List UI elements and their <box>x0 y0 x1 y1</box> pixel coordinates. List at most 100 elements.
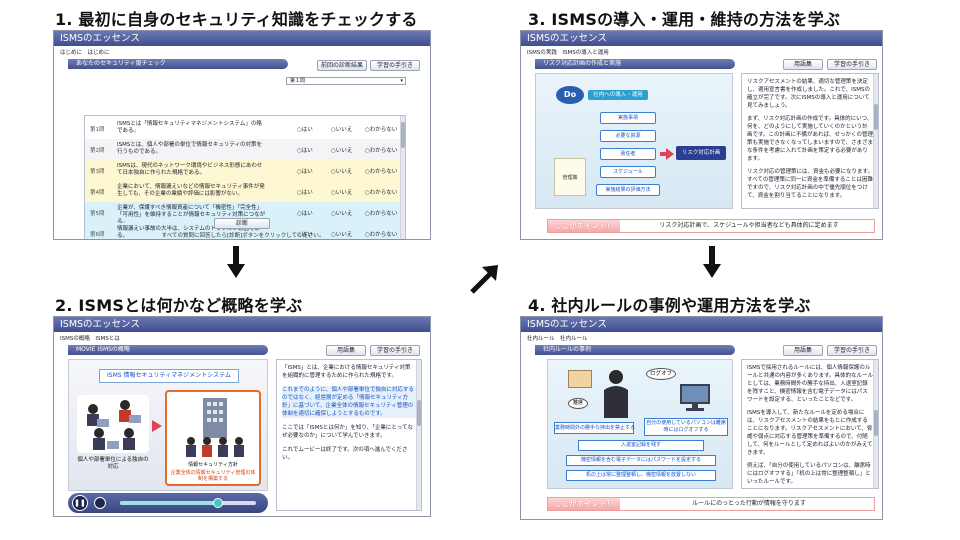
scrollbar[interactable] <box>400 116 405 239</box>
section-header: リスク対応計画の作成と実施 <box>535 59 735 69</box>
movie-area: ISMS 情報セキュリティマネジメントシステム 個人や部署単位による独自の対応 <box>68 359 268 491</box>
staff-group-illustration <box>186 437 244 457</box>
instruction-footer: すべての質問に回答したら[診断]ボタンをクリックしてください。 <box>161 233 325 239</box>
app-title-bar: ISMSのエッセンス <box>54 31 430 46</box>
step-4-title: 4. 社内ルールの事例や運用方法を学ぶ <box>528 296 811 315</box>
option-no[interactable]: ○いいえ <box>331 232 353 238</box>
movie-heading: ISMS 情報セキュリティマネジメントシステム <box>99 369 239 383</box>
scrollbar[interactable] <box>873 360 878 488</box>
key-point-label: ここがポイント！ <box>548 498 620 510</box>
option-yes[interactable]: ○はい <box>297 190 313 196</box>
diagram-box: スケジュール <box>600 166 656 178</box>
option-no[interactable]: ○いいえ <box>331 148 353 154</box>
option-no[interactable]: ○いいえ <box>331 190 353 196</box>
option-unknown[interactable]: ○わからない <box>365 169 398 175</box>
previous-result-button[interactable]: 前回の診断結果 <box>317 60 367 71</box>
breadcrumb: ISMSの概略 ISMSとは <box>60 336 120 341</box>
computer-icon <box>680 384 710 411</box>
rules-illustration: 離席 ログオフ 業務時間外の勝手な持出を禁止する 自分の使用しているパソコンは離… <box>547 359 733 489</box>
diagnose-button[interactable]: 診断 <box>214 218 270 229</box>
app-title-bar: ISMSのエッセンス <box>521 317 882 332</box>
option-yes[interactable]: ○はい <box>297 169 313 175</box>
do-badge: Do <box>556 86 584 104</box>
arrow-right-icon <box>152 420 162 432</box>
app-title-bar: ISMSのエッセンス <box>54 317 430 332</box>
option-unknown[interactable]: ○わからない <box>365 148 398 154</box>
option-yes[interactable]: ○はい <box>297 148 313 154</box>
question-row: 第2問 ISMSとは、個人や部署の単位で情報セキュリティの対策を行うものである。… <box>85 139 401 160</box>
question-row: 第3問 ISMSは、現代のネットワーク環境やビジネス形態にあわせて日本独自に作ら… <box>85 160 401 181</box>
diagram-box: 実施事項 <box>600 112 656 124</box>
explanation-paragraph: ISMSを導入して、新たなルールを定める場合には、リスクアセスメントの結果をもと… <box>747 410 873 456</box>
option-unknown[interactable]: ○わからない <box>365 190 398 196</box>
question-select[interactable]: 第１問 ▾ <box>286 77 406 85</box>
glossary-button[interactable]: 用語集 <box>783 59 823 70</box>
diagram-area: Do 社内への導入・運用 管理策 実施事項 必要な資源 責任者 スケジュール 実… <box>535 73 733 209</box>
individual-response-label: 個人や部署単位による独自の対応 <box>77 457 149 470</box>
explanation-paragraph: これまでのように、個人や部署単位で独自に対応するのではなく、経営層が定める「情報… <box>282 386 416 418</box>
scroll-thumb[interactable] <box>874 410 878 436</box>
option-no[interactable]: ○いいえ <box>331 169 353 175</box>
question-text: ISMSとは、個人や部署の単位で情報セキュリティの対策を行うものである。 <box>117 142 263 155</box>
security-policy-label: 情報セキュリティ方針 <box>188 462 238 468</box>
office-workers-illustration <box>87 400 141 450</box>
breadcrumb: はじめに はじめに <box>60 50 110 55</box>
explanation-panel: リスクアセスメントの結果、適切な管理策を決定し、適用宣言書を作成しました。これで… <box>741 73 879 209</box>
option-unknown[interactable]: ○わからない <box>365 211 398 217</box>
seek-handle[interactable] <box>212 498 223 508</box>
option-yes[interactable]: ○はい <box>297 232 313 238</box>
arrow-down-icon <box>227 246 245 278</box>
option-no[interactable]: ○いいえ <box>331 127 353 133</box>
explanation-panel: 「ISMS」とは、企業における情報セキュリティ対策を組織的に管理するために作られ… <box>276 359 422 511</box>
scroll-thumb[interactable] <box>417 400 421 426</box>
step-1-title: 1. 最初に自身のセキュリティ知識をチェックする <box>55 10 418 29</box>
pause-button[interactable]: ❚❚ <box>72 495 88 511</box>
option-yes[interactable]: ○はい <box>297 127 313 133</box>
glossary-button[interactable]: 用語集 <box>783 345 823 356</box>
scrollbar[interactable] <box>416 360 421 510</box>
option-no[interactable]: ○いいえ <box>331 211 353 217</box>
question-row: 第1問 ISMSとは「情報セキュリティマネジメントシステム」の略である。 ○はい… <box>85 118 401 139</box>
study-guide-button[interactable]: 学習の手引き <box>827 345 877 356</box>
scrollbar[interactable] <box>873 74 878 208</box>
question-select-value: 第１問 <box>290 78 306 84</box>
management-box: 管理策 <box>554 158 586 196</box>
scroll-thumb[interactable] <box>401 122 405 148</box>
diagram-box: 実施結果の評価方法 <box>596 184 660 196</box>
seek-track[interactable] <box>120 498 256 508</box>
option-unknown[interactable]: ○わからない <box>365 232 398 238</box>
arrow-diagonal-icon <box>470 265 498 294</box>
question-text: 企業において、情報漏えいなどの情報セキュリティ事件が発生しても、その企業の業績や… <box>117 184 265 197</box>
explanation-paragraph: 「ISMS」とは、企業における情報セキュリティ対策を組織的に管理するために作られ… <box>282 365 411 379</box>
breadcrumb: 社内ルール 社内ルール <box>527 336 588 341</box>
glossary-button[interactable]: 用語集 <box>326 345 366 356</box>
screen-internal-rules: ISMSのエッセンス 社内ルール 社内ルール 社内ルールの事例 用語集 学習の手… <box>520 316 883 520</box>
question-number: 第4問 <box>90 190 105 196</box>
question-number: 第5問 <box>90 211 105 217</box>
section-header: 社内ルールの事例 <box>535 345 735 355</box>
question-text: ISMSは、現代のネットワーク環境やビジネス形態にあわせて日本独自に作られた規格… <box>117 163 263 176</box>
chevron-down-icon: ▾ <box>400 78 403 84</box>
explanation-paragraph: ここでは「ISMSとは何か」を知り、「企業にとってなぜ必要なのか」について学んで… <box>282 425 413 439</box>
study-guide-button[interactable]: 学習の手引き <box>827 59 877 70</box>
option-yes[interactable]: ○はい <box>297 211 313 217</box>
organization-scene: 情報セキュリティ方針 企業全体の情報セキュリティ管理の体制を構築する <box>165 390 261 486</box>
step-3-title: 3. ISMSの導入・運用・維持の方法を学ぶ <box>528 10 841 29</box>
person-illustration <box>604 370 628 418</box>
study-guide-button[interactable]: 学習の手引き <box>370 345 420 356</box>
stop-button[interactable] <box>94 497 106 509</box>
question-text: 情報漏えい事故の大半は、システムのトラブルが原因である。 <box>117 226 260 239</box>
rule-item: 入退室記録を残す <box>578 440 704 451</box>
rule-item: 自分の使用しているパソコンは離席時にはログオフする <box>644 418 728 436</box>
study-guide-button[interactable]: 学習の手引き <box>370 60 420 71</box>
arrow-down-icon <box>703 246 721 278</box>
rule-item: 機密情報を含む電子データにはパスワードを設定する <box>566 455 716 466</box>
question-number: 第1問 <box>90 127 105 133</box>
option-unknown[interactable]: ○わからない <box>365 127 398 133</box>
question-row: 第5問 企業が、保護すべき情報資産について「機密性」「完全性」「可用性」を維持す… <box>85 202 401 225</box>
scroll-thumb[interactable] <box>874 104 878 130</box>
absent-bubble: 離席 <box>568 398 588 409</box>
screen-isms-operation: ISMSのエッセンス ISMSの実践 ISMSの導入と運用 リスク対応計画の作成… <box>520 30 883 240</box>
movie-heading-abbr: ISMS <box>107 372 122 379</box>
question-row: 第4問 企業において、情報漏えいなどの情報セキュリティ事件が発生しても、その企業… <box>85 181 401 202</box>
